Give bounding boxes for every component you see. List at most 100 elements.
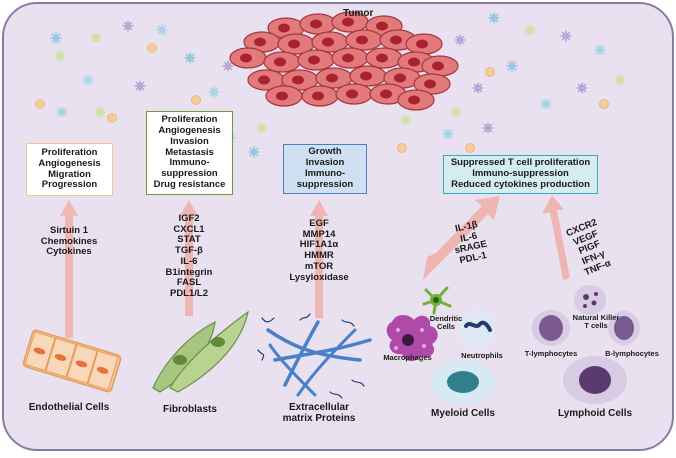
factor-particle [94, 106, 106, 118]
tumor-cell [297, 49, 335, 71]
factor-particle [56, 106, 68, 118]
factor-particle [540, 98, 552, 110]
tumor-cell [299, 13, 337, 35]
fibroblasts-label: Fibroblasts [163, 404, 217, 415]
arrows [60, 195, 570, 338]
arrow-endothelial-body [60, 200, 78, 338]
immune-outcome-line: Reduced cytokines production [451, 178, 590, 190]
fibroblasts-factor: CXCL1 [173, 223, 205, 235]
endothelial-outcome-box: Proliferation Angiogenesis Migration Pro… [26, 143, 113, 196]
factor-particle [594, 44, 606, 56]
immune-outcome-line: Suppressed T cell proliferation [450, 157, 591, 169]
tumor-cell [397, 89, 435, 111]
tumor-cell [345, 29, 383, 51]
tumor-cluster [229, 11, 459, 111]
ecm-label-line: Extracellular [288, 402, 350, 413]
factor-dot [147, 43, 157, 53]
factor-dot [599, 99, 609, 109]
factor-particle [400, 114, 412, 126]
fibroblasts-factor: IGF2 [178, 213, 200, 224]
fibroblasts-factor: STAT [177, 234, 201, 246]
arrow-fibroblasts [180, 200, 198, 316]
factor-particle [482, 122, 494, 134]
factor-particle [156, 24, 168, 36]
ecm-factor: MMP14 [302, 228, 336, 240]
fibroblasts-factor: FASL [176, 277, 202, 289]
factor-dot [191, 95, 201, 105]
fibroblasts-outcome-line: Proliferation [161, 113, 218, 125]
endothelial-factor: Sirtuin 1 [49, 225, 88, 236]
dendritic-cells-label: Dendritic Cells [426, 314, 466, 332]
ecm-label: Extracellular matrix Proteins [269, 402, 369, 425]
fibroblasts-factors: IGF2 CXCL1 STAT TGF-β IL-6 B1integrin FA… [154, 213, 224, 300]
factor-dot [397, 143, 407, 153]
tumor-cell [311, 31, 349, 53]
arrow-lymphoid [542, 195, 570, 280]
dendritic-label-line: Cells [437, 322, 455, 332]
ecm-fibers-illustration [257, 313, 372, 399]
ecm-factors: EGF MMP14 HIF1A1α HMMR mTOR Lysyloxidase [279, 218, 359, 283]
endothelial-factors: Sirtuin 1 Chemokines Cytokines [34, 225, 104, 258]
factor-dot [465, 143, 475, 153]
arrow-ecm [310, 200, 328, 318]
ecm-factor: EGF [309, 218, 329, 229]
tumor-cell [281, 69, 319, 91]
factor-particle [256, 122, 268, 134]
tumor-cell [349, 65, 387, 87]
fibroblasts-factor: TGF-β [175, 245, 203, 257]
endothelial-factor: Cytokines [46, 246, 92, 258]
factor-particle [134, 80, 146, 92]
tumor-cell [405, 33, 443, 55]
factor-particle [90, 32, 102, 44]
factor-particle [184, 52, 196, 64]
macrophages-label: Macrophages [383, 353, 432, 362]
nk-label-line: Natural Killer [572, 313, 620, 322]
ecm-factor: HIF1A1α [299, 239, 339, 251]
fibroblasts-outcome-box: Proliferation Angiogenesis Invasion Meta… [146, 111, 233, 195]
factor-particle [248, 146, 260, 158]
factor-particle [82, 74, 94, 86]
fibroblasts-outcome-line: Angiogenesis [158, 124, 221, 136]
nk-label-line: T cells [584, 321, 608, 331]
tumor-cell [229, 47, 267, 69]
arrow-myeloid [423, 196, 500, 280]
fibroblasts-factor: B1integrin [165, 266, 213, 278]
fibroblasts-outcome-line: Immuno- [169, 157, 210, 169]
endothelial-outcome-line: Angiogenesis [38, 157, 101, 169]
ecm-factor: mTOR [304, 260, 334, 272]
factor-particle [122, 20, 134, 32]
b-lymphocytes-label: B-lymphocytes [605, 349, 659, 358]
tumor-cell [331, 47, 369, 69]
tumor-cell [413, 73, 451, 95]
factor-particle [472, 82, 484, 94]
factor-dot [485, 67, 495, 77]
factor-particle [614, 74, 626, 86]
neutrophil-shape [459, 311, 495, 347]
tumor-label: Tumor [343, 8, 374, 19]
factor-particle [454, 34, 466, 46]
fibroblasts-illustration [152, 310, 249, 393]
fibroblasts-outcome-line: Invasion [170, 135, 209, 147]
factor-dot [35, 99, 45, 109]
tumor-cell [421, 55, 459, 77]
t-lymphocytes-label: T-lymphocytes [524, 349, 578, 358]
neutrophils-label: Neutrophils [461, 351, 503, 360]
endothelial-outcome-line: Migration [48, 168, 91, 180]
tumor-cell [335, 83, 373, 105]
tumor-cell [263, 51, 301, 73]
factor-particle [208, 86, 220, 98]
ecm-outcome-box: Growth Invasion Immuno- suppression [283, 144, 367, 194]
endothelial-factor: Chemokines [40, 235, 98, 247]
ecm-outcome-line: Invasion [305, 157, 345, 169]
endothelial-cells-label: Endothelial Cells [28, 402, 110, 413]
endothelial-cells-illustration [22, 329, 122, 393]
ecm-factor: HMMR [304, 250, 334, 262]
immune-outcome-line: Immuno-suppression [472, 168, 569, 180]
factor-particle [50, 32, 62, 44]
tumor-cell [301, 85, 339, 107]
factor-particle [54, 50, 66, 62]
fibroblasts-outcome-line: Metastasis [165, 146, 214, 158]
ecm-outcome-line: Immuno- [304, 168, 346, 179]
ecm-factor: Lysyloxidase [289, 271, 349, 283]
